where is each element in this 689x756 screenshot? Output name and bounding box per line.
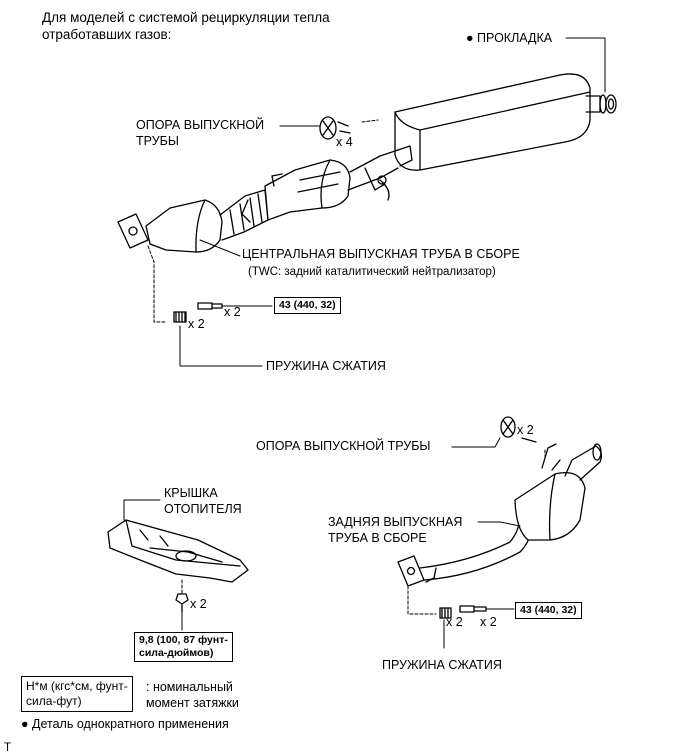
compression-spring-top-label: ПРУЖИНА СЖАТИЯ: [266, 359, 386, 373]
legend-unit-line1: Н*м (кгс*см, фунт-: [26, 679, 128, 693]
center-pipe-part: [117, 145, 413, 253]
center-pipe-label-1: ЦЕНТРАЛЬНАЯ ВЫПУСКНАЯ ТРУБА В СБОРЕ: [242, 247, 520, 261]
compression-spring-top-part: [173, 311, 187, 323]
legend-unit-box: Н*м (кгс*см, фунт- сила-фут): [21, 676, 133, 712]
exhaust-support-top-part: [319, 116, 351, 140]
bolt-bottom-part: [459, 605, 487, 613]
heater-cover-part: [107, 519, 249, 583]
exhaust-support-bottom-label: ОПОРА ВЫПУСКНОЙ ТРУБЫ: [256, 439, 431, 453]
qty-x2-heater: x 2: [190, 597, 207, 611]
torque-heater-line1: 9,8 (100, 87 фунт-: [139, 634, 228, 646]
heater-cover-label-1: КРЫШКА: [164, 486, 218, 500]
rear-pipe-label-2: ТРУБА В СБОРЕ: [328, 531, 427, 545]
torque-box-bottom: 43 (440, 32): [515, 602, 582, 619]
exhaust-support-top-label-1: ОПОРА ВЫПУСКНОЙ: [136, 118, 265, 132]
footer-code: T: [4, 742, 12, 754]
legend-single-use: ● Деталь однократного применения: [21, 717, 229, 731]
qty-x2-bolt-top: x 2: [224, 305, 241, 319]
compression-spring-bottom-label: ПРУЖИНА СЖАТИЯ: [382, 658, 502, 672]
heater-cover-label-2: ОТОПИТЕЛЯ: [164, 502, 242, 516]
legend-unit-desc-2: момент затяжки: [146, 696, 239, 710]
torque-box-heater: 9,8 (100, 87 фунт- сила-дюймов): [134, 632, 233, 662]
qty-x2-bolt-bottom: x 2: [480, 615, 497, 629]
gasket-part: [605, 94, 617, 114]
center-pipe-label-2: (TWC: задний каталитический нейтрализато…: [248, 266, 496, 278]
heater-bolt-part: [175, 593, 189, 613]
torque-box-top: 43 (440, 32): [274, 297, 341, 314]
header-note-line1: Для моделей с системой рециркуляции тепл…: [42, 10, 330, 25]
legend-unit-desc-1: : номинальный: [146, 680, 233, 694]
torque-heater-line2: сила-дюймов): [139, 647, 214, 659]
rear-pipe-label-1: ЗАДНЯЯ ВЫПУСКНАЯ: [328, 515, 463, 529]
qty-x2-spring-top: x 2: [188, 317, 205, 331]
rear-pipe-part: [397, 443, 602, 587]
exhaust-support-top-label-2: ТРУБЫ: [136, 134, 179, 148]
main-muffler: [394, 73, 607, 171]
qty-x4: x 4: [336, 135, 353, 149]
header-note-line2: отработавших газов:: [42, 27, 172, 42]
qty-x2-support-bottom: x 2: [517, 423, 534, 437]
gasket-label: ● ПРОКЛАДКА: [466, 31, 553, 45]
qty-x2-spring-bottom: x 2: [446, 615, 463, 629]
exhaust-support-bottom-part: [500, 416, 537, 443]
bolt-top-part: [197, 302, 223, 310]
compression-spring-bottom-part: [439, 607, 452, 619]
legend-unit-line2: сила-фут): [26, 694, 82, 708]
